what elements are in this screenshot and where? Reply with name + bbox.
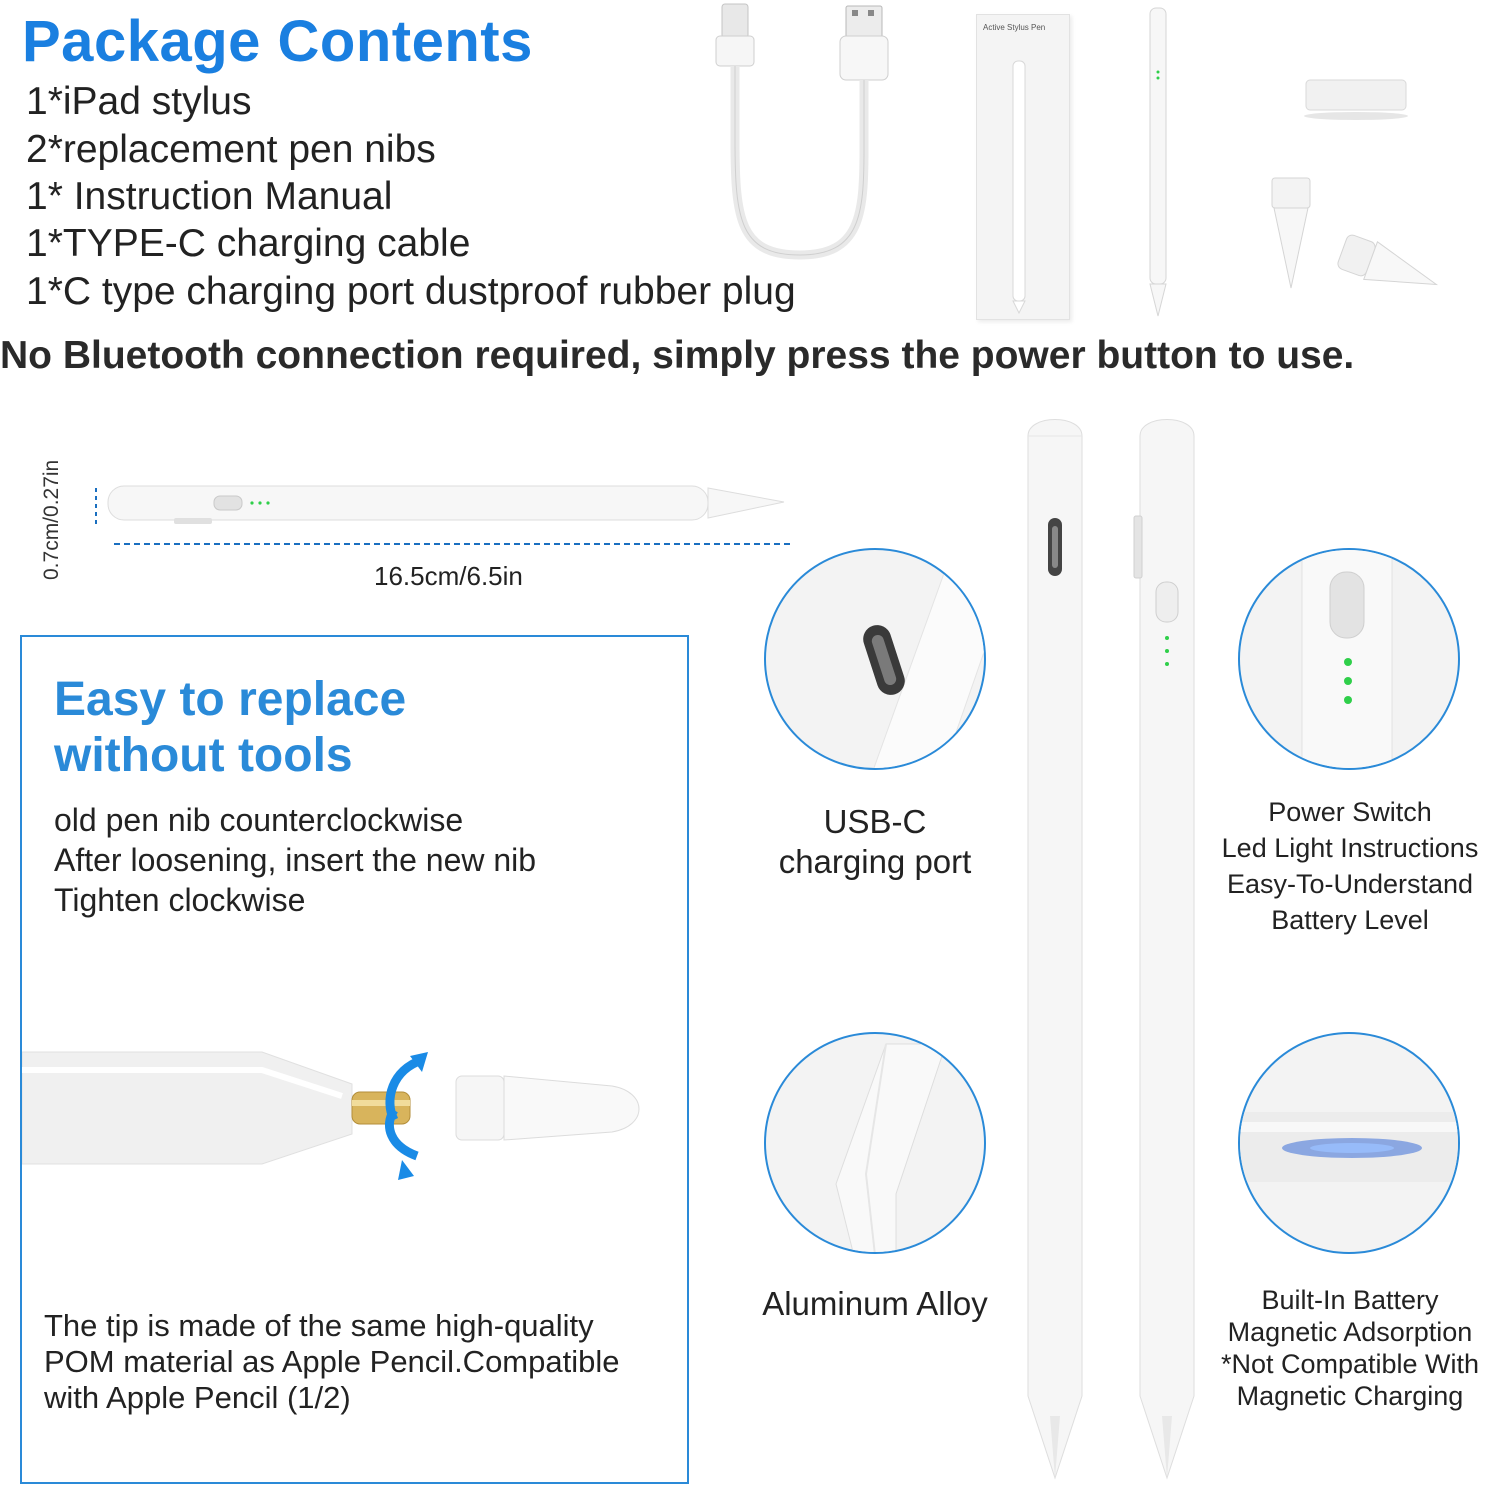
replace-step: old pen nib counterclockwise [54,802,464,838]
usbc-caption-line: charging port [778,843,972,880]
tip-note-line: POM material as Apple Pencil.Compatible [44,1344,620,1379]
replace-title-line: without tools [54,729,353,782]
aluminum-alloy-closeup [764,1032,986,1254]
package-title: Package Contents [22,9,533,74]
replace-title-line: Easy to replace [54,673,407,726]
rubber-plug-image [1304,79,1408,120]
usbc-port-closeup [764,548,986,770]
battery-caption-line: Magnetic Charging [1236,1381,1464,1411]
usb-cable-image [715,3,889,260]
power-caption-line: Power Switch [1268,797,1432,827]
replacement-nibs-image [1271,177,1439,289]
battery-caption-line: Magnetic Adsorption [1227,1317,1473,1347]
replace-step: Tighten clockwise [54,882,306,918]
power-caption-line: Battery Level [1271,905,1429,935]
alloy-caption: Aluminum Alloy [762,1285,988,1322]
replace-step: After loosening, insert the new nib [54,842,537,878]
package-item: 2*replacement pen nibs [26,128,436,171]
power-switch-closeup [1238,548,1460,770]
nib-replacement-image [22,1051,640,1180]
package-item: 1*iPad stylus [26,80,252,123]
battery-caption-line: Built-In Battery [1261,1285,1439,1315]
box-label: Active Stylus Pen [983,23,1046,32]
product-box-image: Active Stylus Pen [976,14,1070,320]
replace-title: Easy to replace without tools [54,672,406,784]
power-caption-line: Easy-To-Understand [1226,869,1474,899]
package-item: 1*TYPE-C charging cable [26,222,471,265]
replace-panel [20,635,689,1484]
package-item: 1*C type charging port dustproof rubber … [26,270,796,313]
stylus-pen-image [1149,7,1167,317]
headline: No Bluetooth connection required, simply… [0,334,1355,377]
power-caption: Power Switch Led Light Instructions Easy… [1200,794,1500,938]
dimension-length: 16.5cm/6.5in [374,561,523,591]
usbc-caption: USB-C charging port [760,802,990,882]
stylus-power-side-image [1133,419,1195,1480]
stylus-usbc-side-image [1027,419,1083,1480]
magnetic-battery-closeup [1238,1032,1460,1254]
battery-caption: Built-In Battery Magnetic Adsorption *No… [1200,1284,1500,1412]
tip-note-line: The tip is made of the same high-quality [44,1308,594,1343]
power-caption-line: Led Light Instructions [1221,833,1479,863]
package-item: 1* Instruction Manual [26,175,393,218]
tip-note-line: with Apple Pencil (1/2) [44,1380,351,1415]
dimension-diameter: 0.7cm/0.27in [40,459,63,580]
dimension-diagram [95,485,792,545]
battery-caption-line: *Not Compatible With [1220,1349,1480,1379]
usbc-caption-line: USB-C [823,803,927,840]
